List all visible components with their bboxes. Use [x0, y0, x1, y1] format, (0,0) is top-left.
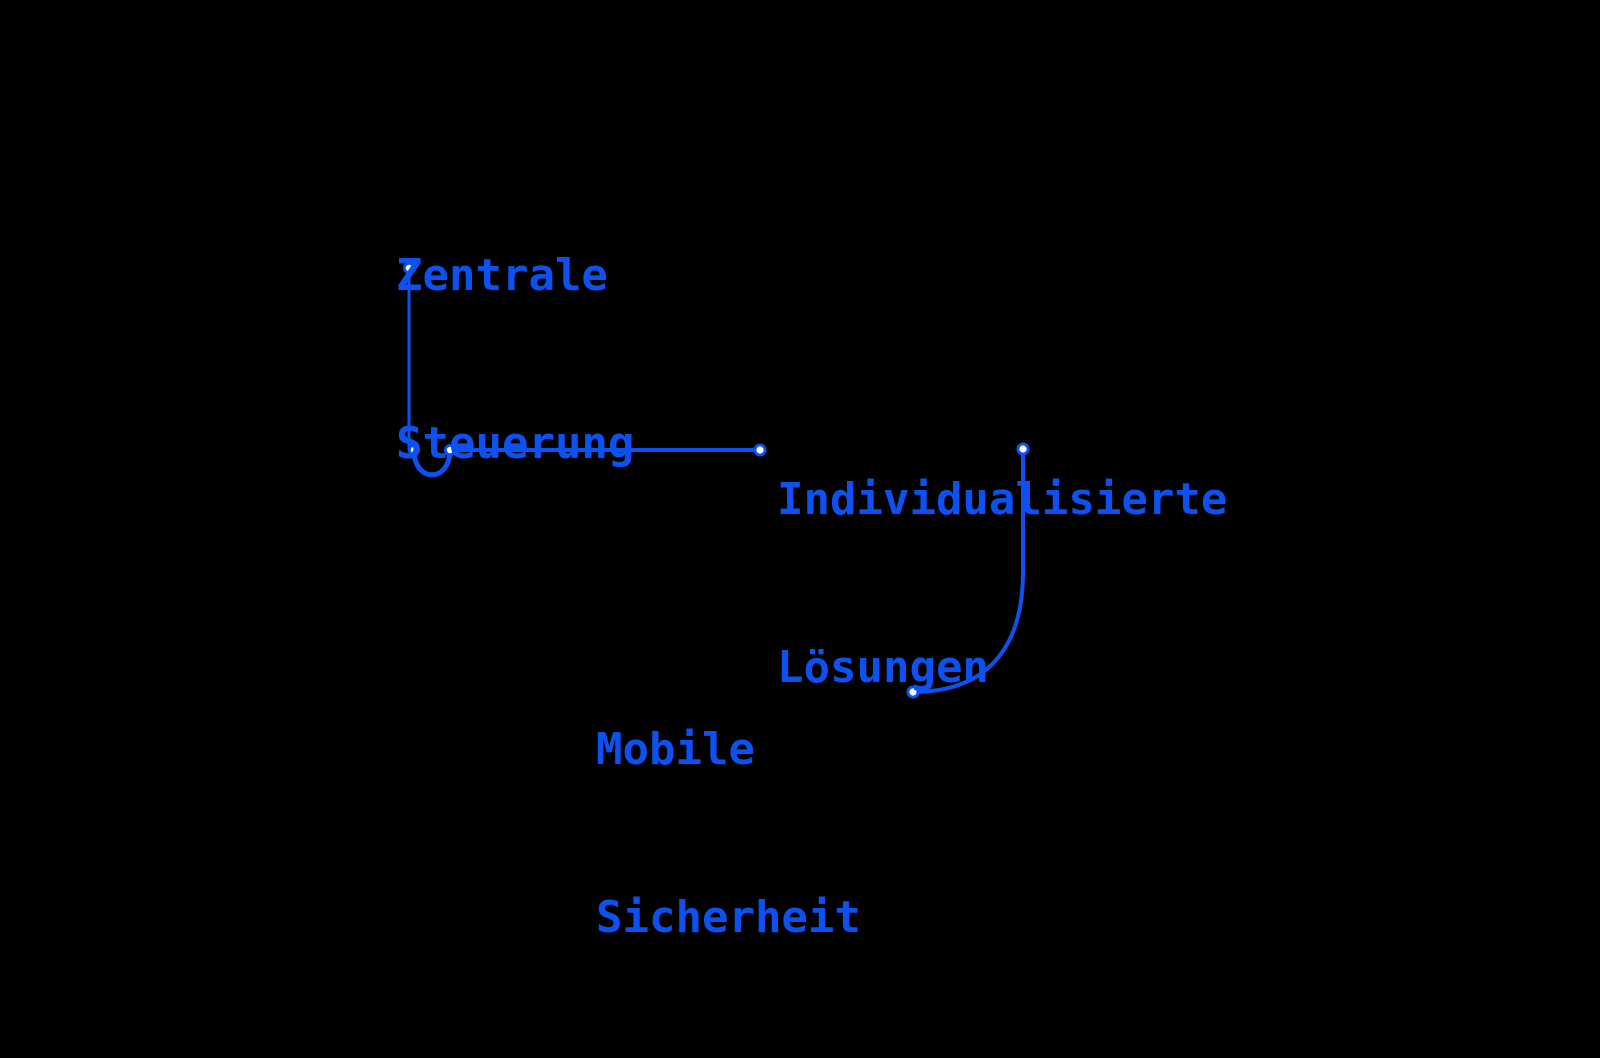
node-label-line: Steuerung — [396, 418, 635, 469]
node-label-individualisierte-loesungen: Individualisierte Lösungen — [777, 360, 1227, 808]
node-label-line: Sicherheit — [596, 892, 861, 943]
node-label-mobile-sicherheit: Mobile Sicherheit — [596, 610, 861, 1058]
dot-loesungen-left[interactable] — [753, 443, 767, 457]
node-label-line: Zentrale — [396, 250, 608, 301]
diagram-canvas: Zentrale Steuerung Individualisierte Lös… — [396, 136, 1228, 943]
node-label-line: Individualisierte — [777, 474, 1228, 525]
node-label-zentrale-steuerung: Zentrale Steuerung — [396, 136, 634, 584]
node-label-line: Mobile — [596, 724, 755, 775]
dot-loesungen-left-core — [756, 446, 764, 454]
node-label-line: Lösungen — [777, 642, 989, 693]
